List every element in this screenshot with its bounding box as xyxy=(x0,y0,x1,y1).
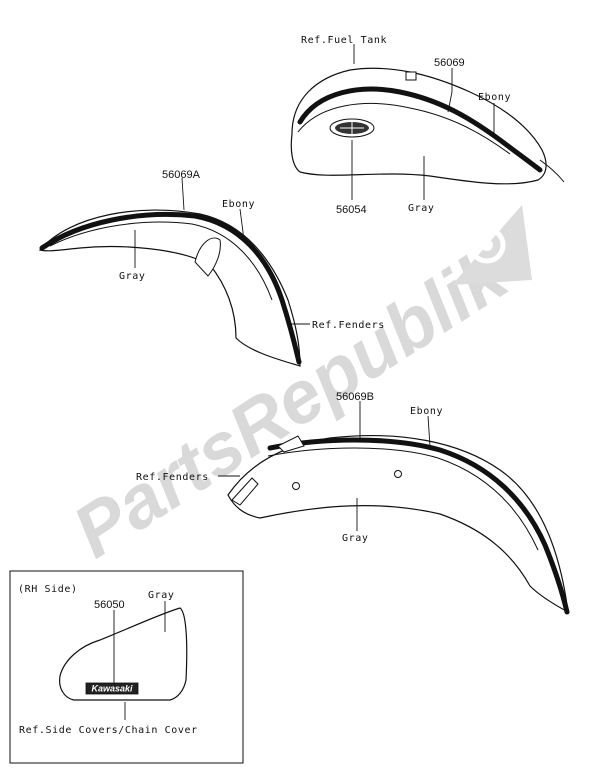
label-ebony-front: Ebony xyxy=(222,199,255,210)
label-56069a: 56069A xyxy=(162,169,201,181)
watermark-text: PartsRepublik xyxy=(59,231,525,574)
kawasaki-emblem-text: Kawasaki xyxy=(91,684,133,694)
label-56069b: 56069B xyxy=(336,391,374,403)
label-rh-side: (RH Side) xyxy=(18,584,78,595)
label-ref-fenders-rear: Ref.Fenders xyxy=(136,472,209,483)
label-gray-front: Gray xyxy=(119,271,145,282)
label-56054: 56054 xyxy=(336,204,367,216)
label-ref-fenders-front: Ref.Fenders xyxy=(312,320,385,331)
inset-side-cover: Kawasaki xyxy=(9,570,244,764)
front-fender xyxy=(38,209,302,367)
label-ref-fuel-tank: Ref.Fuel Tank xyxy=(301,35,387,46)
tank-emblem xyxy=(329,118,375,138)
label-56050: 56050 xyxy=(94,599,125,611)
gear-icon xyxy=(452,205,532,285)
label-gray-rear: Gray xyxy=(342,533,368,544)
label-ref-side-covers: Ref.Side Covers/Chain Cover xyxy=(19,725,198,736)
leader-lines xyxy=(113,44,495,720)
labels: Ref.Fuel Tank 56069 Ebony 56054 Gray 560… xyxy=(18,35,511,736)
label-ebony-rear: Ebony xyxy=(410,406,443,417)
fuel-tank xyxy=(290,67,565,185)
label-gray-cover: Gray xyxy=(148,590,174,601)
label-gray-tank: Gray xyxy=(408,203,434,214)
label-56069: 56069 xyxy=(434,57,465,69)
kawasaki-emblem xyxy=(85,682,139,695)
rear-fender xyxy=(227,434,570,615)
label-ebony-tank: Ebony xyxy=(478,92,511,103)
